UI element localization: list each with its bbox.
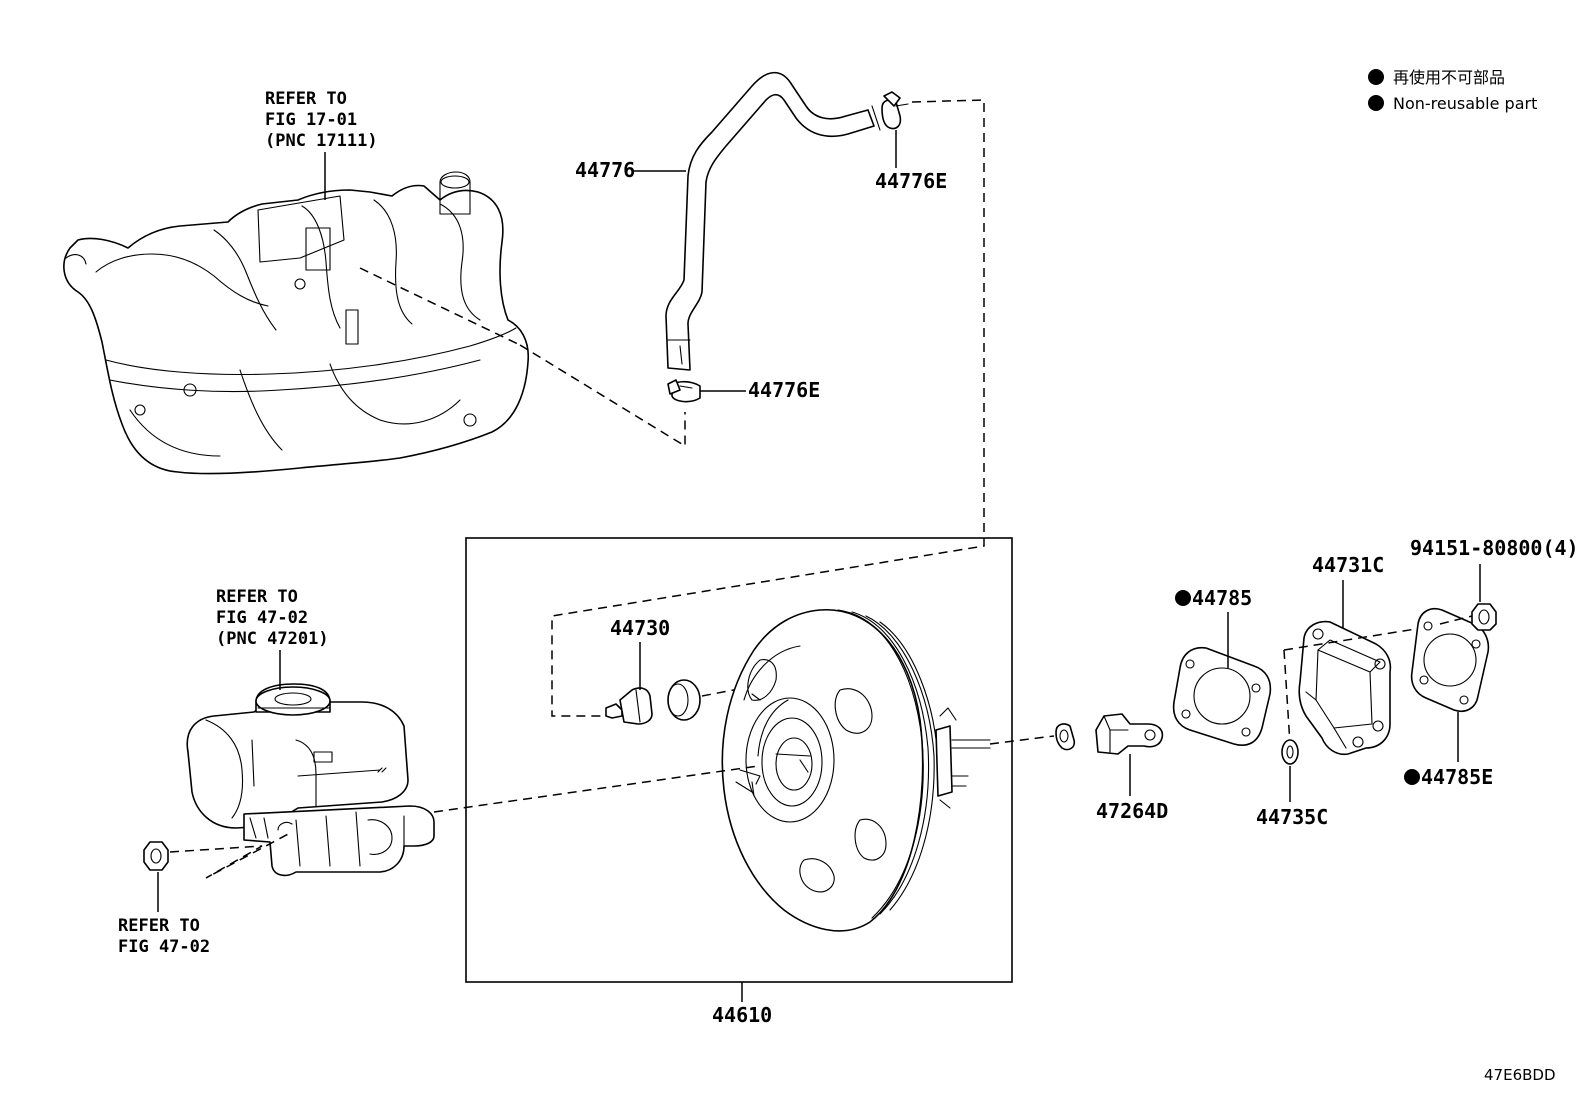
master-cylinder-reservoir bbox=[186, 683, 435, 877]
nut-to-master-cylinder-path bbox=[169, 831, 293, 879]
intake-manifold bbox=[63, 171, 530, 475]
gasket-e-non-reusable-icon bbox=[1404, 769, 1420, 785]
washer bbox=[1281, 739, 1299, 765]
ref-manifold-line-2: FIG 17-01 bbox=[265, 110, 357, 130]
legend-en: Non-reusable part bbox=[1393, 94, 1537, 113]
bracket-bolt-path bbox=[1283, 627, 1423, 745]
clevis-nut bbox=[1055, 723, 1076, 751]
ref-nut-line-2: FIG 47-02 bbox=[118, 937, 210, 957]
gasket-non-reusable-icon bbox=[1175, 590, 1191, 606]
vacuum-hose bbox=[665, 71, 881, 371]
booster-assembly-frame bbox=[465, 537, 1013, 983]
brake-booster bbox=[721, 609, 991, 932]
label-hose: 44776 bbox=[575, 158, 635, 182]
manifold-hose-path bbox=[359, 267, 686, 448]
legend: 再使用不可部品 Non-reusable part bbox=[1368, 68, 1537, 113]
label-gasket: 44785 bbox=[1192, 586, 1252, 610]
check-valve bbox=[605, 687, 653, 725]
gasket bbox=[1172, 646, 1272, 746]
label-gasket-e: 44785E bbox=[1421, 765, 1493, 789]
non-reusable-bullet-icon bbox=[1368, 95, 1384, 111]
clevis-yoke bbox=[1095, 713, 1164, 755]
booster-bracket bbox=[1298, 620, 1392, 756]
label-booster: 44610 bbox=[712, 1003, 772, 1027]
grommet bbox=[667, 679, 701, 721]
hose-clamp-lower bbox=[667, 379, 701, 403]
ref-manifold-line-1: REFER TO bbox=[265, 89, 347, 109]
master-cylinder-nut bbox=[143, 841, 169, 871]
non-reusable-bullet-icon bbox=[1368, 69, 1384, 85]
label-washer: 44735C bbox=[1256, 805, 1328, 829]
label-clamp-lower: 44776E bbox=[748, 378, 820, 402]
nut-to-gasket-path bbox=[1439, 615, 1473, 625]
hose-clamp-upper bbox=[881, 91, 909, 130]
label-yoke: 47264D bbox=[1096, 799, 1168, 823]
label-clamp-upper: 44776E bbox=[875, 169, 947, 193]
ref-master-cylinder-line-3: (PNC 47201) bbox=[216, 629, 329, 649]
booster-axis-path bbox=[989, 735, 1055, 745]
ref-master-cylinder-line-1: REFER TO bbox=[216, 587, 298, 607]
flange-nut bbox=[1471, 603, 1497, 631]
gasket-e bbox=[1410, 608, 1490, 712]
label-check-valve: 44730 bbox=[610, 616, 670, 640]
diagram-code: 47E6BDD bbox=[1484, 1066, 1556, 1084]
hose-to-booster-path bbox=[551, 99, 985, 717]
master-cylinder-axis-path bbox=[433, 765, 759, 813]
label-bracket: 44731C bbox=[1312, 553, 1384, 577]
legend-jp: 再使用不可部品 bbox=[1393, 68, 1505, 87]
ref-manifold-line-3: (PNC 17111) bbox=[265, 131, 378, 151]
label-nut: 94151-80800(4) bbox=[1410, 536, 1579, 560]
ref-nut-line-1: REFER TO bbox=[118, 916, 200, 936]
ref-master-cylinder-line-2: FIG 47-02 bbox=[216, 608, 308, 628]
